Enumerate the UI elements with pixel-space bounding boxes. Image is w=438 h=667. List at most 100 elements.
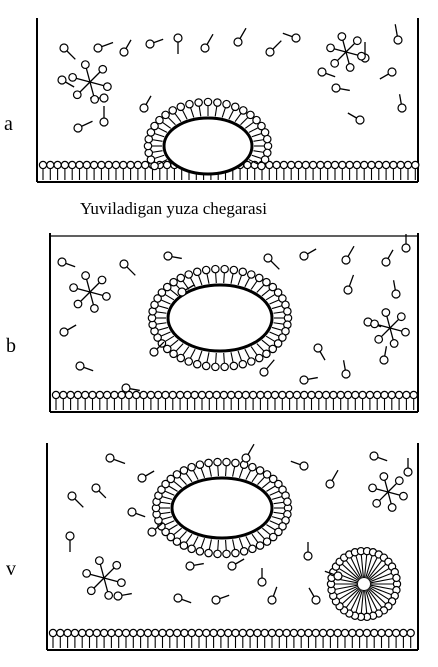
ring-head [248, 271, 255, 278]
aggregate-head [327, 44, 335, 52]
ring-head [145, 149, 152, 156]
aggregate-head [96, 557, 104, 565]
surfactant-head [92, 484, 100, 492]
surfactant-head [398, 104, 406, 112]
star-aggregate [371, 309, 410, 348]
surfactant-head [140, 104, 148, 112]
adsorbed-head [140, 391, 147, 398]
adsorbed-head [76, 161, 83, 168]
surfactant-head [58, 76, 66, 84]
adsorbed-head [220, 391, 227, 398]
adsorbed-head [112, 161, 119, 168]
adsorbed-head [283, 629, 290, 636]
surfactant-head [304, 552, 312, 560]
adsorbed-head [286, 391, 293, 398]
adsorbed-head [206, 391, 213, 398]
surfactant-head [120, 48, 128, 56]
ring-head [214, 458, 221, 465]
star-aggregate [327, 33, 366, 72]
surfactant-head [106, 454, 114, 462]
adsorbed-head [290, 629, 297, 636]
adsorbed-head [330, 391, 337, 398]
adsorbed-head [327, 629, 334, 636]
aggregate-head [400, 492, 408, 500]
micelle-head [393, 574, 400, 581]
ring-head [196, 548, 203, 555]
surfactant-head [394, 36, 402, 44]
surfactant-head [314, 344, 322, 352]
surfactant-head [332, 84, 340, 92]
ring-head [185, 358, 192, 365]
surfactant-head [68, 492, 76, 500]
surfactant-head [300, 462, 308, 470]
ring-head [263, 350, 270, 357]
ring-head [249, 463, 256, 470]
ring-head [169, 107, 176, 114]
adsorbed-head [247, 629, 254, 636]
aggregate-head [388, 504, 396, 512]
adsorbed-head [169, 391, 176, 398]
surfactant-head [334, 572, 342, 580]
adsorbed-head [137, 629, 144, 636]
aggregate-head [103, 293, 111, 301]
ring-head [284, 498, 291, 505]
adsorbed-head [47, 161, 54, 168]
ring-head [173, 471, 180, 478]
aggregate-head [91, 96, 99, 104]
adsorbed-head [155, 391, 162, 398]
ring-head [248, 358, 255, 365]
ring-head [202, 266, 209, 273]
surfactant-head [370, 452, 378, 460]
surfactant-head [201, 44, 209, 52]
adsorbed-head [308, 391, 315, 398]
surfactant-head [342, 256, 350, 264]
ring-head [214, 99, 221, 106]
aggregate-head [82, 61, 90, 69]
adsorbed-head [295, 161, 302, 168]
adsorbed-head [61, 161, 68, 168]
surfactant-head [260, 368, 268, 376]
adsorbed-head [302, 161, 309, 168]
surfactant-head [312, 596, 320, 604]
adsorbed-head [115, 629, 122, 636]
aggregate-head [390, 340, 398, 348]
adsorbed-head [74, 391, 81, 398]
ring-head [240, 107, 247, 114]
adsorbed-head [210, 629, 217, 636]
adsorbed-head [79, 629, 86, 636]
ring-head [223, 100, 230, 107]
ring-head [177, 274, 184, 281]
adsorbed-head [184, 391, 191, 398]
adsorbed-head [331, 161, 338, 168]
surfactant-head [60, 44, 68, 52]
adsorbed-head [393, 629, 400, 636]
ring-head [232, 549, 239, 556]
surfactant-head [266, 48, 274, 56]
adsorbed-head [142, 161, 149, 168]
adsorbed-head [152, 629, 159, 636]
aggregate-head [371, 320, 379, 328]
ring-head [284, 308, 291, 315]
ring-head [223, 458, 230, 465]
aggregate-head [83, 570, 91, 578]
adsorbed-head [264, 391, 271, 398]
adsorbed-head [397, 161, 404, 168]
ring-head [205, 459, 212, 466]
adsorbed-head [104, 391, 111, 398]
adsorbed-head [268, 629, 275, 636]
adsorbed-head [174, 629, 181, 636]
ring-head [263, 538, 270, 545]
surfactant-head [300, 252, 308, 260]
aggregate-head [105, 592, 113, 600]
surfactant-head [178, 288, 186, 296]
surfactant-head [164, 252, 172, 260]
adsorbed-head [89, 391, 96, 398]
surfactant-head [382, 258, 390, 266]
adsorbed-head [96, 391, 103, 398]
ring-head [170, 278, 177, 285]
adsorbed-head [341, 629, 348, 636]
adsorbed-head [159, 629, 166, 636]
ring-head [221, 363, 228, 370]
ring-head [223, 550, 230, 557]
oil-droplet [164, 118, 252, 174]
